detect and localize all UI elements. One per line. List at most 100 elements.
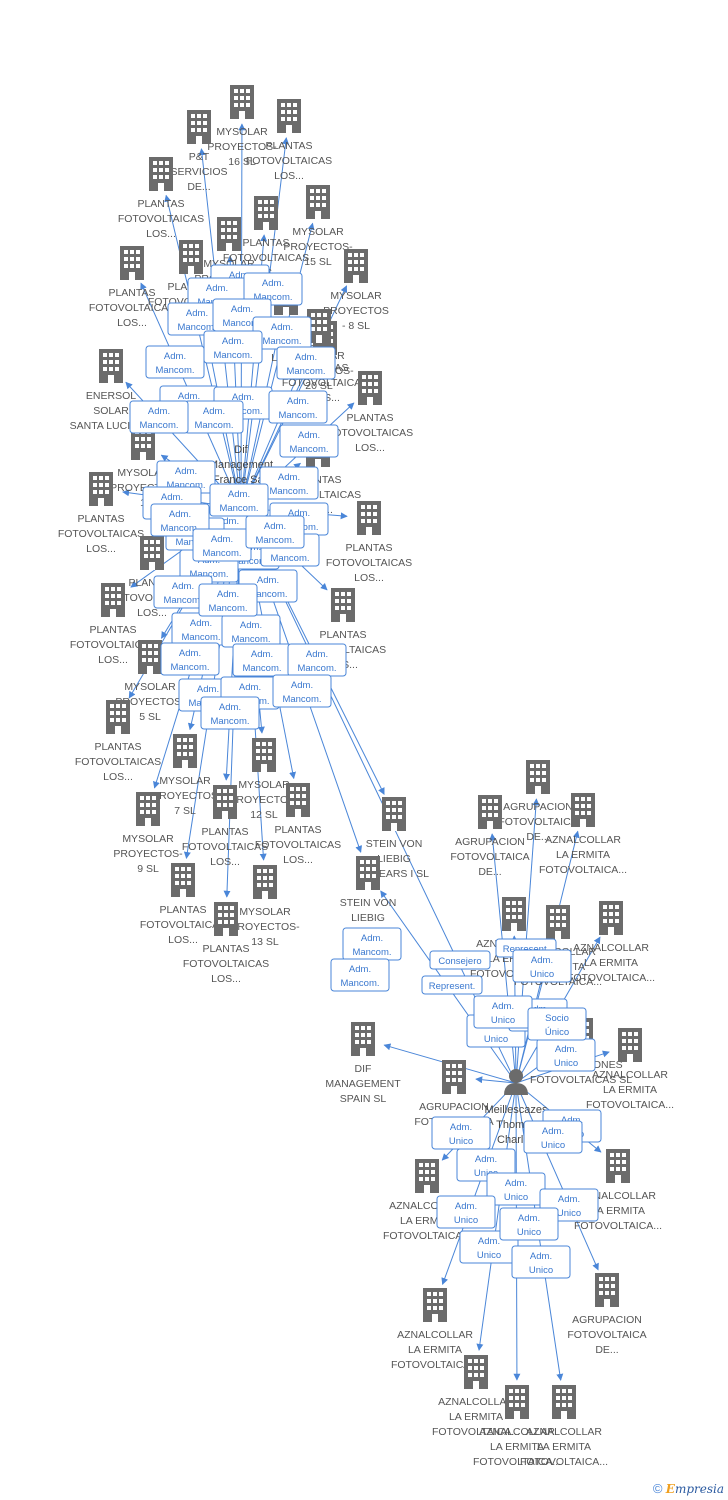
company-label: MANAGEMENT (325, 1078, 401, 1090)
relation-badge[interactable]: Adm.Unico (512, 949, 572, 983)
company-label: AZNALCOLLAR (580, 1190, 656, 1202)
relation-badge[interactable]: Adm.Mancom. (259, 466, 319, 500)
relation-badge[interactable]: Adm.Mancom. (198, 583, 258, 617)
company-node[interactable]: PLANTASFOTOVOLTAICASLOS... (89, 246, 175, 329)
relation-badge[interactable]: Adm.Unico (431, 1116, 491, 1150)
relation-badge[interactable]: Adm.Mancom. (200, 696, 260, 730)
company-node[interactable]: PLANTASFOTOVOLTAICASLOS... (327, 371, 413, 454)
building-icon (415, 1159, 439, 1193)
building-icon (149, 157, 173, 191)
relation-badge[interactable]: Adm.Mancom. (330, 958, 390, 992)
building-icon (173, 734, 197, 768)
building-icon (286, 783, 310, 817)
company-label: MYSOLAR (238, 779, 290, 791)
relation-badge[interactable]: Adm.Mancom. (203, 330, 263, 364)
company-label: MYSOLAR (216, 126, 268, 138)
company-node[interactable]: PLANTASFOTOVOLTAICASLOS... (182, 785, 268, 868)
relation-badge[interactable]: Adm.Unico (523, 1120, 583, 1154)
person-label: Dif (234, 444, 248, 456)
relation-badge[interactable]: Adm.Mancom. (209, 483, 269, 517)
company-node[interactable]: PLANTASFOTOVOLTAICASLOS... (58, 472, 144, 555)
relation-badge[interactable]: Adm.Mancom. (167, 302, 227, 336)
company-label: PLANTAS (94, 741, 141, 753)
relation-label: Adm. (288, 508, 310, 519)
building-icon (595, 1273, 619, 1307)
relation-badge[interactable]: Adm.Mancom. (245, 515, 305, 549)
relation-badge[interactable]: Adm.Mancom. (192, 528, 252, 562)
company-node[interactable]: PLANTASFOTOVOLTAICASLOS... (140, 863, 226, 946)
company-label: LA ERMITA (591, 1205, 645, 1217)
relation-badge[interactable]: Adm.Unico (473, 995, 533, 1029)
relation-label: Unico (474, 1168, 498, 1179)
relation-badge[interactable]: Adm.Mancom. (221, 614, 281, 648)
company-node[interactable]: AGRUPACIONFOTOVOLTAICADE... (498, 760, 578, 843)
relation-badge[interactable]: Adm.Mancom. (184, 400, 244, 434)
company-node[interactable]: AGRUPACIONFOTOVOLTAICADE... (450, 795, 530, 878)
company-label: 7 SL (174, 805, 196, 817)
company-node[interactable]: PLANTASFOTOVOLTAICASLOS... (255, 783, 341, 866)
relation-label: Adm. (287, 396, 309, 407)
company-node[interactable]: AGRUPACIONFOTOVOLTAICADE... (567, 1273, 647, 1356)
relation-badge[interactable]: Adm.Unico (499, 1207, 559, 1241)
company-label: FOTOVOLTAICAS (326, 557, 412, 569)
company-node[interactable]: PLANTASFOTOVOLTAICASLOS... (183, 902, 269, 985)
relation-label: Mancom. (352, 947, 391, 958)
relation-badge[interactable]: Adm.Mancom. (287, 643, 347, 677)
building-icon (120, 246, 144, 280)
relation-badge[interactable]: Consejero (429, 950, 491, 970)
relation-label: Mancom. (262, 336, 301, 347)
relation-badge[interactable]: Represent. (421, 975, 483, 995)
edge-p2-c47 (515, 1082, 599, 1271)
relation-label: Mancom. (340, 978, 379, 989)
company-node[interactable]: PLANTASFOTOVOLTAICASLOS... (246, 99, 332, 182)
relation-badge[interactable]: Adm.Mancom. (145, 345, 205, 379)
company-label: FOTOVOLTAICA... (539, 864, 627, 876)
company-node[interactable]: PLANTASFOTOVOLTAICASLOS... (326, 501, 412, 584)
relation-label: Mancom. (155, 365, 194, 376)
relation-badge[interactable]: Adm.Mancom. (129, 400, 189, 434)
relation-badge[interactable]: Adm.Unico (536, 1038, 596, 1072)
relation-badge[interactable]: Adm.Unico (511, 1245, 571, 1279)
relation-badge[interactable]: Adm.Mancom. (150, 503, 210, 537)
company-node[interactable]: PLANTASFOTOVOLTAICASLOS... (118, 157, 204, 240)
relation-badge[interactable]: Adm.Unico (486, 1172, 546, 1206)
company-node[interactable]: PLANTASFOTOVOLTAICASLOS... (75, 700, 161, 783)
building-icon (546, 905, 570, 939)
company-node[interactable]: PLANTASFOTOVOLTAICASLOS... (70, 583, 156, 666)
relation-label: Unico (449, 1136, 473, 1147)
company-label: - 8 SL (342, 320, 370, 332)
company-label: MYSOLAR (124, 681, 176, 693)
relation-badge[interactable]: Adm.Mancom. (276, 346, 336, 380)
relation-badge[interactable]: Adm.Mancom. (232, 643, 292, 677)
company-label: FOTOVOLTAICAS SL (530, 1074, 632, 1086)
relation-badge[interactable]: Adm.Mancom. (272, 674, 332, 708)
relation-badge[interactable]: Adm.Mancom. (160, 642, 220, 676)
relation-badge[interactable]: Adm.Mancom. (153, 575, 213, 609)
relation-badge[interactable]: Adm.Unico (436, 1195, 496, 1229)
relation-badge[interactable]: Adm.Mancom. (268, 390, 328, 424)
relation-badge[interactable]: Adm.Mancom. (342, 927, 402, 961)
relation-badge[interactable]: Adm.Mancom. (171, 612, 231, 646)
relation-badge[interactable]: Adm.Mancom. (279, 424, 339, 458)
relation-badge[interactable]: Adm.Mancom. (243, 272, 303, 306)
company-label: FOTOVOLTAICA... (567, 972, 655, 984)
company-node[interactable]: P&TSERVICIOSDE... (171, 110, 228, 193)
